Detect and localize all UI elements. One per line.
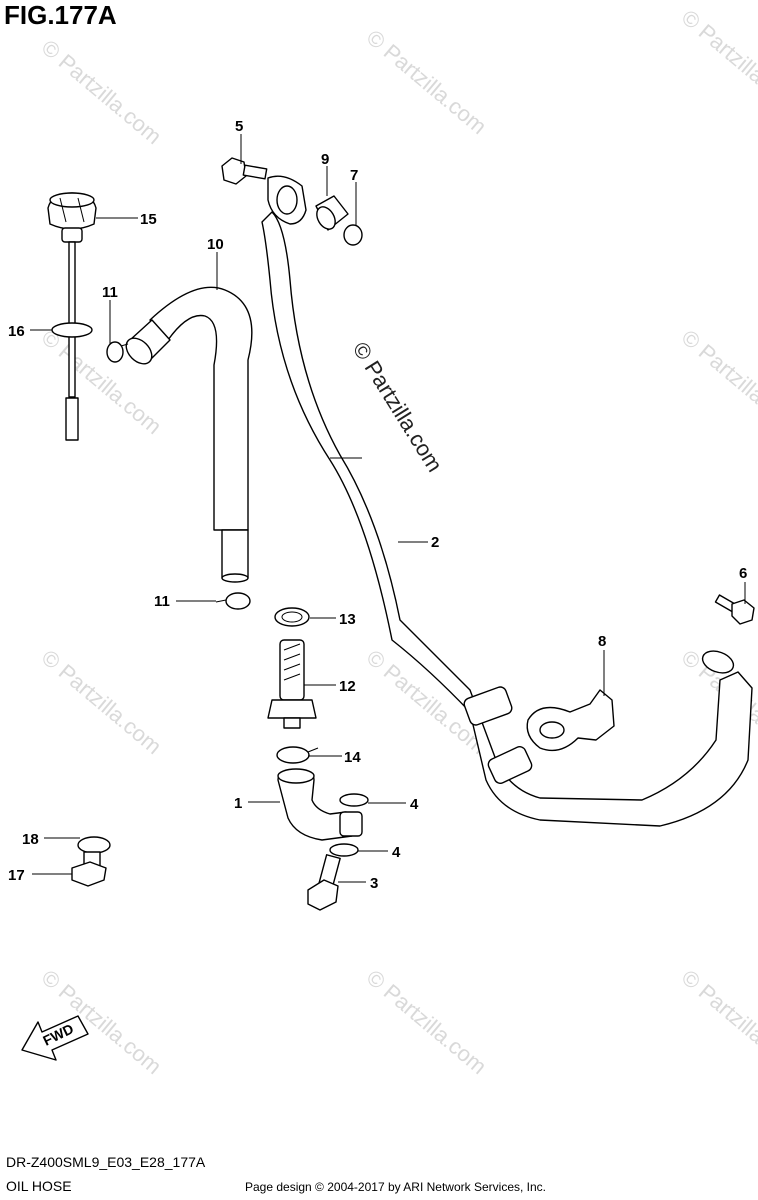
breather-hose-part <box>125 286 253 583</box>
callout-labels: 5 9 7 15 10 11 16 2 6 11 13 8 12 14 1 4 … <box>8 118 747 892</box>
callout-11-top: 11 <box>102 284 118 301</box>
watermark: © Partzilla.com <box>37 35 167 149</box>
copyright-notice: Page design © 2004-2017 by ARI Network S… <box>245 1180 547 1194</box>
clamp-parts <box>106 341 251 610</box>
watermark: © Partzilla.com <box>677 965 758 1079</box>
watermark: © Partzilla.com <box>677 325 758 439</box>
bolt-part-6 <box>714 594 755 625</box>
figure-title: FIG.177A <box>4 0 117 30</box>
callout-17: 17 <box>8 867 25 884</box>
callout-18: 18 <box>22 831 39 848</box>
callout-11-bottom: 11 <box>154 593 170 610</box>
watermark: © Partzilla.com <box>362 965 492 1079</box>
callout-6: 6 <box>739 565 747 582</box>
oil-hose-part <box>261 211 753 827</box>
callout-9: 9 <box>321 151 329 168</box>
watermark: © Partzilla.com <box>37 645 167 759</box>
watermark-group: © Partzilla.com © Partzilla.com © Partzi… <box>37 5 758 1079</box>
callout-14: 14 <box>344 749 361 766</box>
callout-8: 8 <box>598 633 606 650</box>
callout-2: 2 <box>431 534 439 551</box>
drain-bolt-parts <box>71 836 111 887</box>
section-name: OIL HOSE <box>6 1178 72 1194</box>
callout-1: 1 <box>234 795 242 812</box>
fwd-arrow: FWD <box>21 1015 89 1061</box>
callout-4-upper: 4 <box>410 796 419 813</box>
model-code: DR-Z400SML9_E03_E28_177A <box>6 1154 206 1170</box>
watermark: © Partzilla.com <box>677 5 758 119</box>
callout-7: 7 <box>350 167 358 184</box>
top-fitting-parts <box>221 157 363 246</box>
callout-12: 12 <box>339 678 356 695</box>
watermark-center: © Partzilla.com <box>348 337 448 476</box>
union-parts <box>267 607 369 911</box>
callout-16: 16 <box>8 323 25 340</box>
bracket-part <box>526 689 615 752</box>
callout-13: 13 <box>339 611 356 628</box>
callout-4-lower: 4 <box>392 844 401 861</box>
callout-15: 15 <box>140 211 157 228</box>
callout-3: 3 <box>370 875 378 892</box>
watermark: © Partzilla.com <box>362 25 492 139</box>
callout-5: 5 <box>235 118 243 135</box>
callout-10: 10 <box>207 236 224 253</box>
watermark: © Partzilla.com <box>37 965 167 1079</box>
leader-lines <box>30 134 746 883</box>
dipstick-part <box>47 192 97 441</box>
